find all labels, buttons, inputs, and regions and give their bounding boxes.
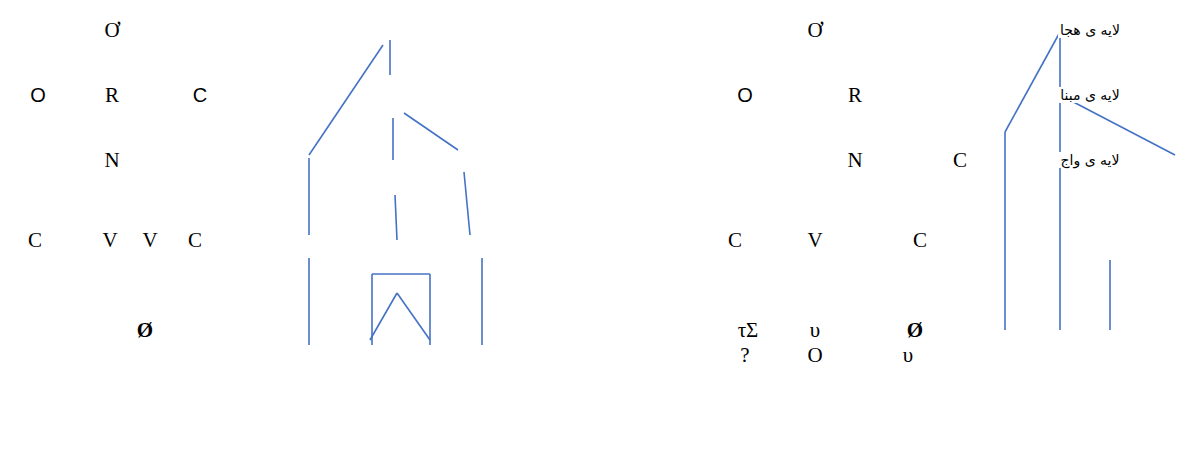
syllable-symbol: Ơ [805, 18, 824, 42]
layer-name: لایه ی هجا [1058, 22, 1122, 38]
onset-label: O [735, 84, 755, 107]
right-tree [1005, 32, 1175, 330]
skeleton-slot: C [911, 228, 929, 252]
nucleus-label: N [102, 148, 121, 172]
skeleton-slot: V [805, 228, 824, 252]
segment-symbol: υ [808, 318, 822, 342]
segment-symbol: Ø [135, 318, 155, 342]
segment-symbol: Ø [905, 318, 925, 342]
layer-name: لایه ی مبنا [1058, 87, 1121, 103]
segment-symbol: ? [738, 343, 751, 367]
skeleton-slot: V [140, 228, 159, 252]
segment-symbol: υ [901, 343, 915, 367]
rhyme-label: R [846, 83, 864, 107]
left-tree [309, 40, 482, 345]
coda-label: C [951, 148, 969, 172]
syllable-symbol: Ơ [102, 18, 121, 42]
segment-symbol: τΣ [736, 318, 761, 342]
coda-label: C [191, 84, 209, 107]
skeleton-slot: V [100, 228, 119, 252]
skeleton-slot: C [26, 228, 44, 252]
onset-label: O [28, 84, 48, 107]
skeleton-slot: C [186, 228, 204, 252]
nucleus-label: N [845, 148, 864, 172]
rhyme-label: R [103, 83, 121, 107]
skeleton-slot: C [726, 228, 744, 252]
layer-name: لایه ی واج [1059, 152, 1122, 168]
segment-symbol: O [805, 343, 824, 367]
